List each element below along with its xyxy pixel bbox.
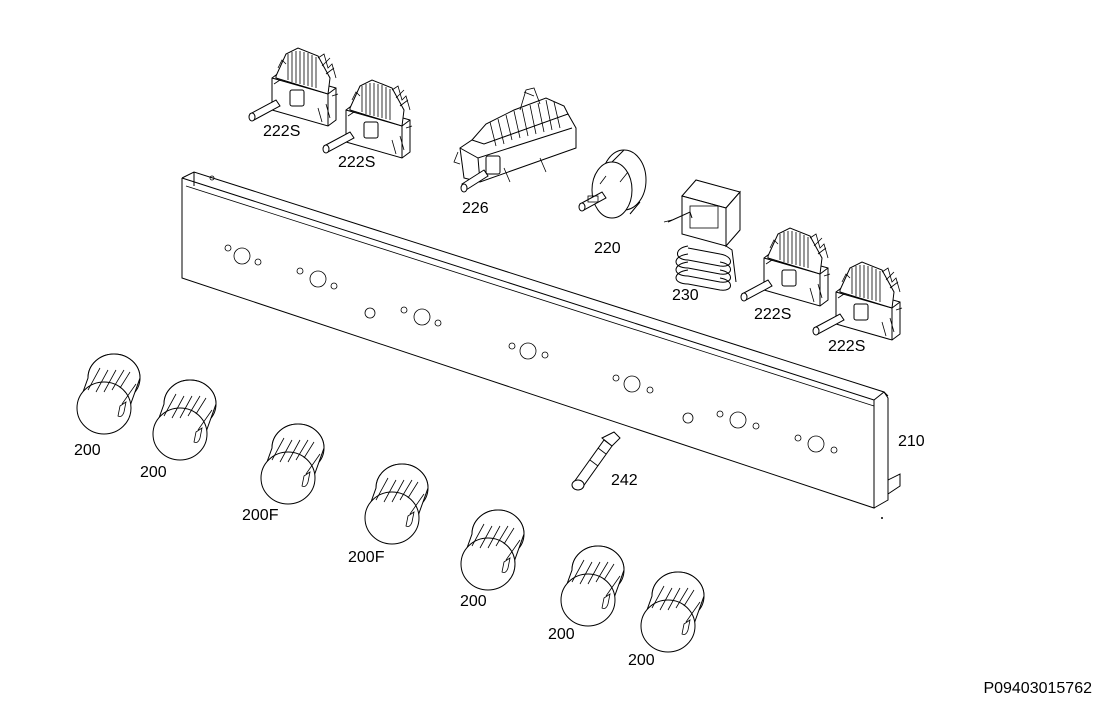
part-label-200: 200 [548,626,575,643]
part-label-200f: 200F [242,507,279,524]
knob-part-200 [76,353,141,435]
energy-regulator-part-220 [578,149,647,219]
document-number: P09403015762 [983,680,1092,697]
part-label-226: 226 [462,200,489,217]
rotary-switch-part-222s [740,227,831,307]
thermostat-part-230 [663,179,741,291]
knob-part-200 [460,509,525,591]
part-label-200: 200 [140,464,167,481]
knob-part-200f [364,463,429,545]
knob-part-200 [152,379,217,461]
part-label-200: 200 [460,593,487,610]
part-label-222s: 222S [338,154,375,171]
part-label-230: 230 [672,287,699,304]
part-label-200: 200 [74,442,101,459]
part-label-220: 220 [594,240,621,257]
part-label-210: 210 [898,433,925,450]
part-label-222s: 222S [263,123,300,140]
control-panel-part-210 [181,171,901,519]
part-label-200: 200 [628,652,655,669]
part-label-200f: 200F [348,549,385,566]
part-label-222s: 222S [754,306,791,323]
knob-part-200f [260,423,325,505]
part-label-242: 242 [611,472,638,489]
knob-part-200 [560,545,625,627]
part-label-222s: 222S [828,338,865,355]
rotary-switch-part-222s [248,47,339,127]
knob-part-200 [640,571,705,653]
rotary-selector-part-226 [453,87,577,193]
